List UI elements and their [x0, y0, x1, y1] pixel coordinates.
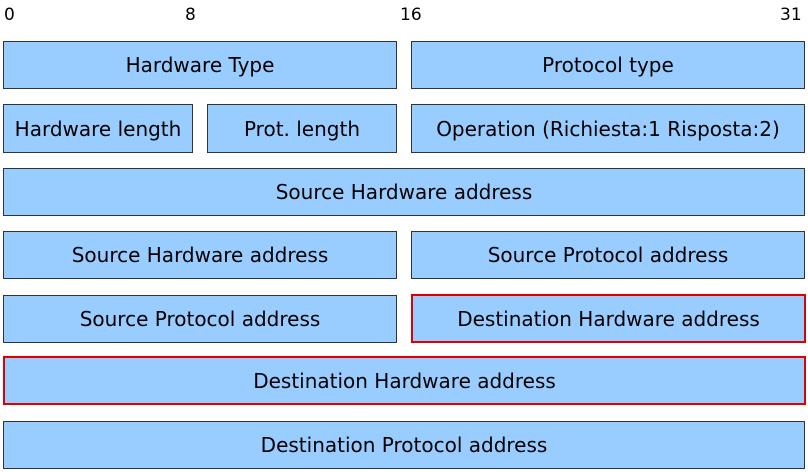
- field-source-hardware-address-cont: Source Hardware address: [3, 231, 397, 279]
- bit-label-16: 16: [400, 5, 422, 25]
- field-source-protocol-address: Source Protocol address: [411, 231, 805, 279]
- field-hardware-type: Hardware Type: [3, 41, 397, 89]
- field-source-protocol-address-cont: Source Protocol address: [3, 295, 397, 343]
- field-hardware-length: Hardware length: [3, 104, 193, 153]
- bit-label-0: 0: [4, 5, 15, 25]
- bit-label-8: 8: [185, 5, 196, 25]
- field-destination-hardware-address: Destination Hardware address: [411, 294, 806, 343]
- field-destination-protocol-address: Destination Protocol address: [3, 421, 805, 469]
- bit-label-31: 31: [780, 5, 802, 25]
- field-source-hardware-address: Source Hardware address: [3, 168, 805, 216]
- field-protocol-length: Prot. length: [207, 104, 397, 153]
- field-operation: Operation (Richiesta:1 Risposta:2): [411, 104, 805, 153]
- field-destination-hardware-address-cont: Destination Hardware address: [3, 356, 806, 405]
- field-protocol-type: Protocol type: [411, 41, 805, 89]
